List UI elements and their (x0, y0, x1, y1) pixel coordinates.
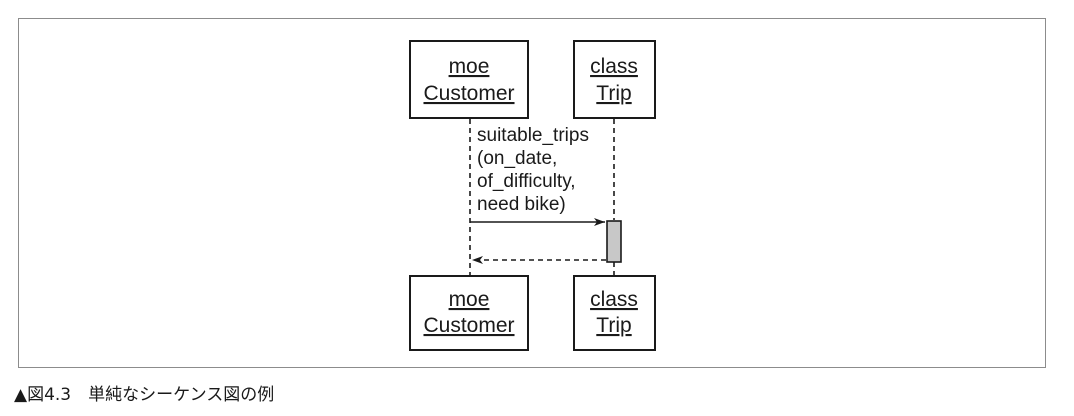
message-label: suitable_trips (on_date, of_difficulty, … (477, 125, 589, 215)
figure-caption: ▲図4.3 単純なシーケンス図の例 (14, 385, 275, 405)
trip-object-bottom-name: class (590, 288, 638, 311)
trip-object-top: class Trip (573, 40, 656, 119)
customer-object-bottom: moe Customer (409, 275, 529, 351)
trip-object-top-class: Trip (596, 82, 631, 105)
trip-object-bottom-class: Trip (596, 314, 631, 337)
customer-object-bottom-name: moe (449, 288, 490, 311)
message-label-line-2: (on_date, (477, 148, 557, 169)
message-label-line-4: need bike) (477, 194, 566, 215)
customer-object-top-class: Customer (423, 82, 514, 105)
customer-object-top: moe Customer (409, 40, 529, 119)
trip-object-bottom: class Trip (573, 275, 656, 351)
figure-frame (18, 18, 1046, 368)
trip-activation-bar (606, 220, 622, 263)
trip-object-top-name: class (590, 55, 638, 78)
message-label-line-1: suitable_trips (477, 125, 589, 146)
message-label-line-3: of_difficulty, (477, 171, 576, 192)
customer-object-bottom-class: Customer (423, 314, 514, 337)
customer-object-top-name: moe (449, 55, 490, 78)
